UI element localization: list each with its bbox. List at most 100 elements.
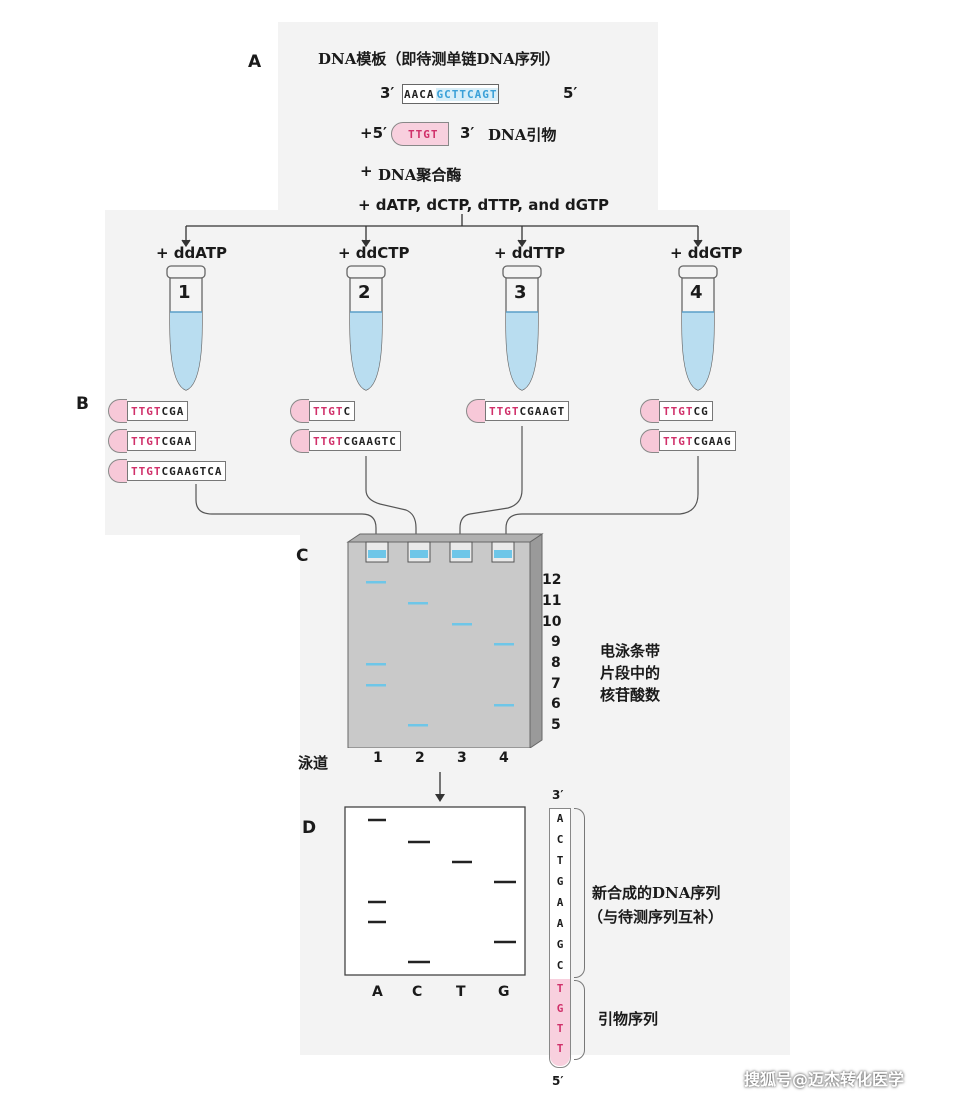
new-seq-label-1: 新合成的DNA序列 [592,884,721,902]
template-3-prime: 3′ [380,84,395,102]
tube-1-number: 1 [178,282,191,303]
dntp-label: + dATP, dCTP, dTTP, and dGTP [358,196,609,214]
section-letter-d: D [302,818,317,838]
readout-lane-a: A [372,984,383,1000]
fragment-primer: TTGT [131,434,162,448]
primer-base: T [556,1042,564,1055]
fragment-ext: CGAAGT [519,404,566,418]
lane-2: 2 [415,750,425,766]
primer-seq: TTGT [408,127,439,141]
size-7: 7 [551,676,561,692]
new-seq-label-2: （与待测序列互补） [588,908,724,926]
fragment-primer: TTGT [313,404,344,418]
sequence-readout-box [344,806,526,976]
primer-brace [574,980,585,1060]
fragment-ext: CGA [161,404,185,418]
size-10: 10 [542,614,562,630]
template-title: DNA模板（即待测单链DNA序列） [318,50,560,68]
strand-base: C [556,833,564,846]
primer-base: T [556,982,564,995]
readout-lane-c: C [412,984,423,1000]
strand-base: T [556,854,564,867]
synthesized-strand [549,808,571,1068]
strand-base: G [556,875,564,888]
gel [346,533,544,748]
polymerase-label: DNA聚合酶 [378,166,462,184]
lane-3: 3 [457,750,467,766]
size-6: 6 [551,696,561,712]
readout-lane-g: G [498,984,510,1000]
tube-2-number: 2 [358,282,371,303]
tube-4-number: 4 [690,282,703,303]
primer-label: DNA引物 [488,126,557,144]
fragment-primer: TTGT [489,404,520,418]
tube-3-label: + ddTTP [494,244,566,262]
size-9: 9 [551,634,561,650]
strand-base: A [556,917,564,930]
readout-lane-t: T [456,984,466,1000]
strand-base: A [556,812,564,825]
primer-prefix: +5′ [360,124,387,142]
tube-2-label: + ddCTP [338,244,410,262]
lane-4: 4 [499,750,509,766]
fragment-ext: CGAA [161,434,192,448]
fragment-primer: TTGT [663,434,694,448]
size-12: 12 [542,572,562,588]
fragment-ext: C [343,404,352,418]
fragment-ext: CGAAG [693,434,732,448]
tube-4 [678,265,718,391]
primer-3-prime: 3′ [460,124,475,142]
tube-4-label: + ddGTP [670,244,743,262]
legend-line-3: 核苷酸数 [600,686,661,704]
section-letter-c: C [296,546,309,566]
fragment-primer: TTGT [313,434,344,448]
size-8: 8 [551,655,561,671]
fragment-primer: TTGT [131,464,162,478]
strand-base: A [556,896,564,909]
size-11: 11 [542,593,562,609]
fragment-ext: CGAAGTCA [161,464,223,478]
primer-molecule: TTGT [391,122,449,146]
primer-base: G [556,1002,564,1015]
template-5-prime: 5′ [563,84,578,102]
down-arrow-icon [435,772,445,802]
primer-seq-label: 引物序列 [598,1010,659,1028]
legend-line-2: 片段中的 [600,664,661,682]
primer-base: T [556,1022,564,1035]
loading-lines [195,426,699,542]
tube-3-number: 3 [514,282,527,303]
tube-1 [166,265,206,391]
tube-1-label: + ddATP [156,244,227,262]
new-seq-brace [574,808,585,978]
strand-base: G [556,938,564,951]
tube-2 [346,265,386,391]
distribution-lines [181,214,703,248]
size-5: 5 [551,717,561,733]
tube-3 [502,265,542,391]
section-letter-b: B [76,394,89,414]
fragment-ext: CGAAGTC [343,434,397,448]
fragment-ext: CG [693,404,709,418]
fragment-primer: TTGT [663,404,694,418]
section-letter-a: A [248,52,262,72]
strand-base: C [556,959,564,972]
strand-5-prime: 5′ [552,1074,564,1088]
fragment-primer: TTGT [131,404,162,418]
lane-1: 1 [373,750,383,766]
legend-line-1: 电泳条带 [600,642,661,660]
template-seq-blue: GCTTCAGT [435,87,499,101]
polymerase-plus: + [360,162,373,180]
strand-3-prime: 3′ [552,788,564,802]
watermark: 搜狐号@迈杰转化医学 [744,1070,905,1089]
lane-title: 泳道 [298,754,329,772]
template-seq-dark: AACA [404,87,435,101]
